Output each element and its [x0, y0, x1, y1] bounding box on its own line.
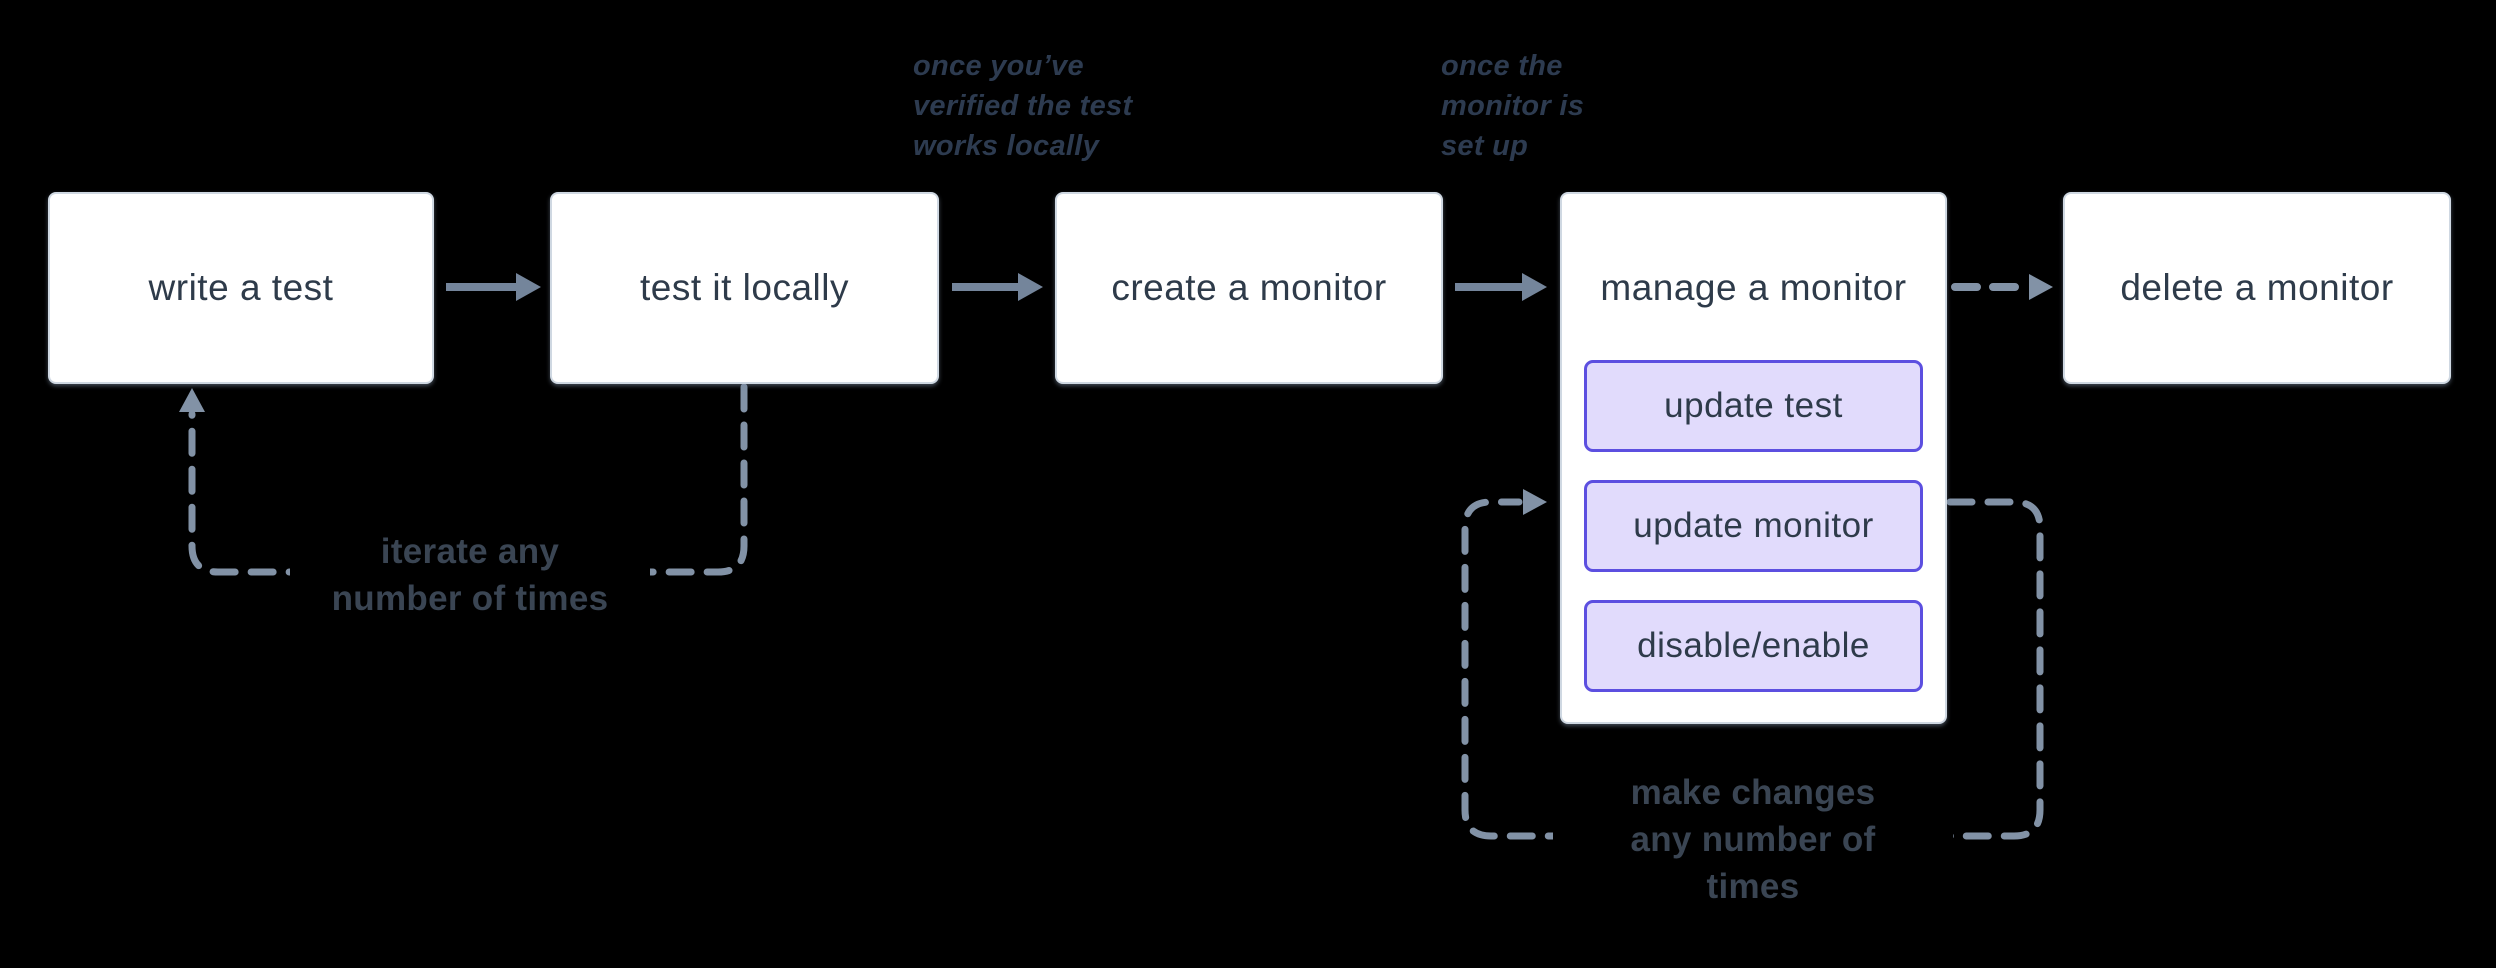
loop-iterate-arrowhead	[179, 388, 205, 412]
caption-make-changes-line-1: make changes	[1630, 773, 1876, 812]
annotation-once-setup: once the monitor is set up	[1441, 46, 1584, 166]
annotation-once-verified-line-2: verified the test	[913, 90, 1133, 122]
caption-make-changes-line-2: any number of	[1630, 820, 1876, 859]
node-test-it-locally: test it locally	[550, 192, 939, 384]
arrow-create-to-manage-head	[1522, 273, 1547, 301]
node-write-a-test-label: write a test	[148, 267, 334, 308]
annotation-once-verified-line-3: works locally	[913, 130, 1100, 162]
annotation-once-setup-line-2: monitor is	[1441, 90, 1585, 122]
arrow-write-to-test-head	[516, 273, 541, 301]
node-manage-a-monitor: manage a monitor update test update moni…	[1560, 192, 1947, 724]
node-manage-a-monitor-label: manage a monitor	[1600, 267, 1907, 308]
caption-make-changes-line-3: times	[1706, 867, 1800, 906]
node-test-it-locally-label: test it locally	[639, 267, 849, 308]
action-disable-enable: disable/enable	[1584, 600, 1923, 692]
caption-iterate-loop: iterate any number of times	[290, 528, 650, 622]
annotation-once-setup-line-1: once the	[1441, 50, 1563, 82]
node-create-a-monitor: create a monitor	[1055, 192, 1443, 384]
node-delete-a-monitor: delete a monitor	[2063, 192, 2451, 384]
caption-iterate-loop-line-2: number of times	[331, 579, 609, 618]
annotation-once-setup-line-3: set up	[1441, 130, 1529, 162]
annotation-once-verified: once you’ve verified the test works loca…	[913, 46, 1132, 166]
loop-make-changes-arrowhead	[1523, 489, 1547, 515]
action-update-monitor: update monitor	[1584, 480, 1923, 572]
caption-make-changes-loop: make changes any number of times	[1553, 769, 1953, 910]
node-delete-a-monitor-label: delete a monitor	[2120, 267, 2394, 308]
node-create-a-monitor-label: create a monitor	[1111, 267, 1387, 308]
caption-iterate-loop-line-1: iterate any	[380, 532, 560, 571]
action-update-test: update test	[1584, 360, 1923, 452]
annotation-once-verified-line-1: once you’ve	[913, 50, 1084, 82]
arrow-test-to-create-head	[1018, 273, 1043, 301]
node-write-a-test: write a test	[48, 192, 434, 384]
arrow-manage-to-delete-head	[2029, 274, 2053, 300]
